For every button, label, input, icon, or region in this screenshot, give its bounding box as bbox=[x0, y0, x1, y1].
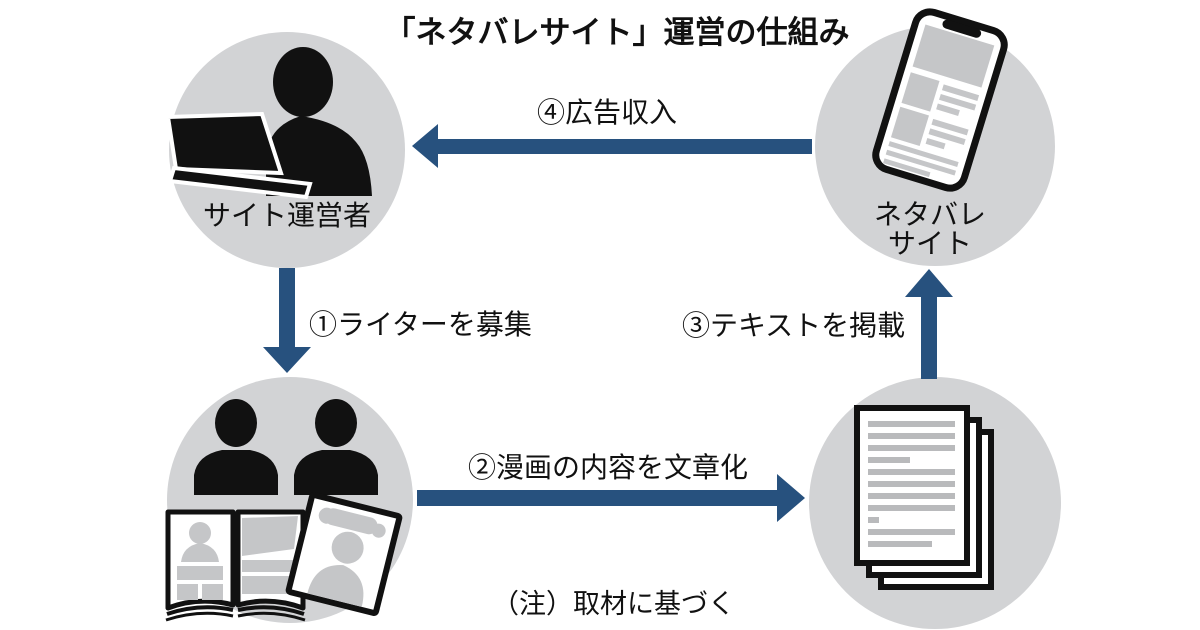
arrow-label-ad-revenue: ④広告収入 bbox=[537, 97, 677, 128]
documents-icon bbox=[854, 405, 994, 590]
arrow-label-recruit-writers: ①ライターを募集 bbox=[309, 309, 532, 340]
smartphone-icon bbox=[872, 8, 1008, 192]
phone-text-line bbox=[928, 128, 966, 145]
phone-thumbnail bbox=[890, 106, 929, 147]
manga-panel bbox=[177, 566, 223, 580]
document-text-line bbox=[868, 457, 910, 463]
manga-cover-figure-body bbox=[307, 565, 364, 607]
manga-cover-title-blob bbox=[318, 507, 335, 524]
person-head-silhouette bbox=[273, 47, 333, 117]
node-label-site-operator: サイト運営者 bbox=[203, 200, 371, 231]
node-label-spoiler-site-line1: ネタバレ bbox=[874, 199, 986, 230]
book-page-edge bbox=[165, 611, 234, 622]
phone-text-line bbox=[925, 137, 946, 150]
arrow-ad-revenue bbox=[412, 124, 812, 168]
document-text-line bbox=[868, 505, 955, 511]
node-spoiler-site: ネタバレ サイト bbox=[815, 8, 1055, 266]
document-text-line bbox=[868, 529, 955, 535]
phone-text-line bbox=[888, 141, 959, 167]
document-text-line bbox=[868, 493, 955, 499]
writer-head-silhouette bbox=[315, 399, 357, 447]
phone-text-line bbox=[885, 149, 957, 176]
phone-text-line bbox=[931, 118, 969, 136]
phone-text-line bbox=[936, 103, 960, 116]
manga-cover-title-blob bbox=[324, 508, 378, 535]
manga-panel bbox=[242, 516, 298, 556]
book-page-edge bbox=[237, 605, 305, 616]
phone-thumbnail bbox=[901, 72, 940, 112]
book-page-edge bbox=[237, 611, 306, 622]
arrow-label-post-text: ③テキストを掲載 bbox=[682, 310, 905, 341]
document-text-line bbox=[868, 433, 955, 439]
writer-body-silhouette bbox=[194, 450, 278, 495]
manga-panel bbox=[242, 560, 298, 572]
phone-notch bbox=[942, 19, 982, 38]
document-text-line bbox=[868, 445, 955, 451]
arrow-manga-to-text bbox=[417, 474, 805, 522]
laptop-base bbox=[167, 165, 313, 200]
document-text-line bbox=[868, 421, 955, 427]
phone-header-block bbox=[912, 24, 995, 88]
document-text-line bbox=[868, 517, 879, 523]
writer-body-silhouette bbox=[294, 450, 378, 495]
manga-panel bbox=[242, 576, 298, 594]
node-documents bbox=[809, 377, 1061, 629]
manga-cover bbox=[285, 492, 403, 616]
node-label-spoiler-site-line2: サイト bbox=[888, 228, 972, 259]
page-title: 「ネタバレサイト」運営の仕組み bbox=[385, 15, 850, 50]
arrow-recruit-writers bbox=[263, 268, 311, 373]
person-laptop-icon bbox=[165, 47, 372, 200]
arrow-label-manga-to-text: ②漫画の内容を文章化 bbox=[468, 452, 748, 483]
manga-cover-title-blob bbox=[371, 523, 386, 538]
writers-manga-icon bbox=[165, 399, 403, 622]
manga-cover-figure-head bbox=[331, 531, 364, 564]
laptop-screen bbox=[165, 111, 284, 176]
node-writers bbox=[165, 377, 413, 623]
book-page-edge bbox=[166, 605, 234, 616]
phone-text-line bbox=[939, 93, 977, 111]
writer-head-silhouette bbox=[215, 399, 257, 447]
footnote: （注）取材に基づく bbox=[492, 589, 735, 619]
node-site-operator: サイト運営者 bbox=[165, 32, 405, 268]
phone-text-line bbox=[941, 84, 980, 101]
manga-panel bbox=[202, 584, 223, 600]
person-body-silhouette bbox=[266, 116, 372, 196]
document-text-line bbox=[868, 469, 955, 475]
phone-text-line bbox=[883, 158, 931, 178]
document-text-line bbox=[868, 481, 955, 487]
manga-panel-figure bbox=[189, 522, 211, 544]
manga-panel-figure bbox=[181, 543, 219, 562]
document-text-line bbox=[868, 541, 932, 547]
manga-panel bbox=[177, 584, 198, 600]
arrow-post-text bbox=[905, 269, 953, 379]
